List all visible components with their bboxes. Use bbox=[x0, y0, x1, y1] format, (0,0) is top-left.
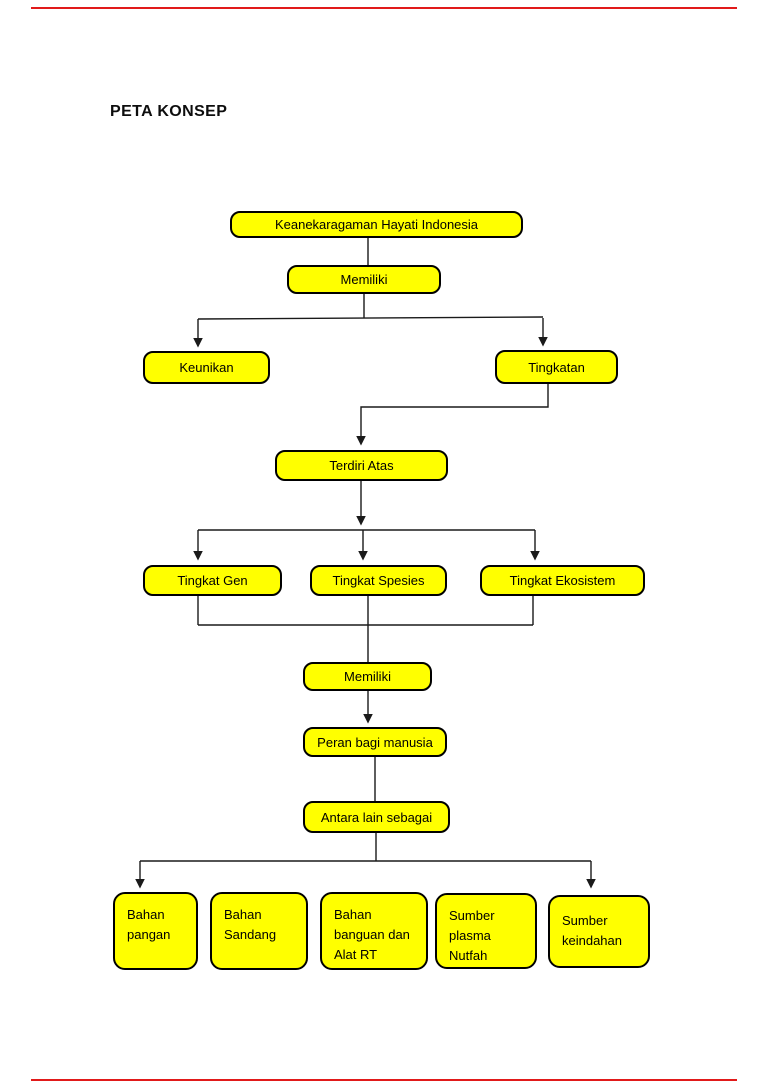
page-title: PETA KONSEP bbox=[110, 103, 228, 120]
node-keanekaragaman-hayati: Keanekaragaman Hayati Indonesia bbox=[230, 211, 523, 238]
node-tingkat-gen: Tingkat Gen bbox=[143, 565, 282, 596]
connector-crossbar bbox=[197, 316, 544, 320]
arrow-tingkatan-terdiri bbox=[356, 384, 549, 446]
node-terdiri-atas: Terdiri Atas bbox=[275, 450, 448, 481]
node-antara-lain-sebagai: Antara lain sebagai bbox=[303, 801, 450, 833]
node-memiliki-2: Memiliki bbox=[303, 662, 432, 691]
node-tingkatan: Tingkatan bbox=[495, 350, 618, 384]
node-memiliki-1: Memiliki bbox=[287, 265, 441, 294]
node-tingkat-ekosistem: Tingkat Ekosistem bbox=[480, 565, 645, 596]
node-bahan-pangan: Bahan pangan bbox=[113, 892, 198, 970]
node-bahan-bangunan-alat-rt: Bahan banguan dan Alat RT bbox=[320, 892, 428, 970]
node-sumber-plasma-nutfah: Sumber plasma Nutfah bbox=[435, 893, 537, 969]
node-bahan-sandang: Bahan Sandang bbox=[210, 892, 308, 970]
node-tingkat-spesies: Tingkat Spesies bbox=[310, 565, 447, 596]
bottom-red-rule bbox=[31, 1079, 737, 1081]
top-red-rule bbox=[31, 7, 737, 9]
node-sumber-keindahan: Sumber keindahan bbox=[548, 895, 650, 968]
node-peran-bagi-manusia: Peran bagi manusia bbox=[303, 727, 447, 757]
node-keunikan: Keunikan bbox=[143, 351, 270, 384]
